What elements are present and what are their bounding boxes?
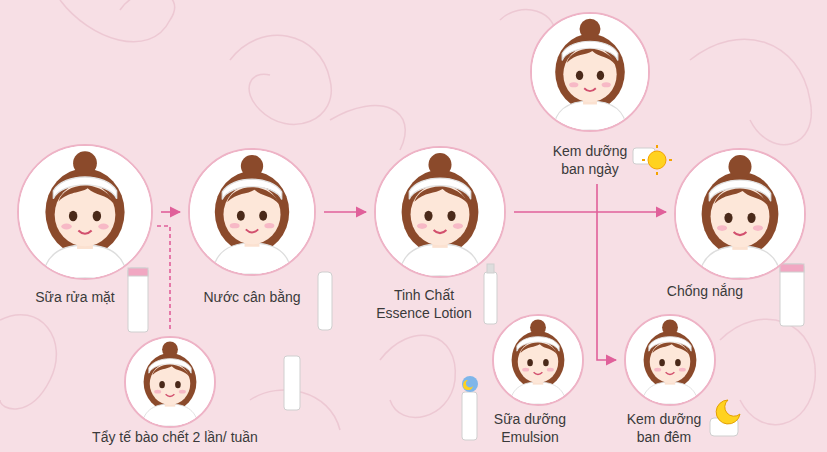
girl-illustration <box>126 338 214 426</box>
step-node: Tinh Chất Essence Lotion <box>368 146 506 322</box>
step-label: Kem dưỡng ban ngày <box>540 142 640 178</box>
girl-illustration <box>532 14 648 130</box>
girl-illustration <box>19 146 151 278</box>
step-label-box: Kem dưỡng ban đêm <box>619 410 709 446</box>
step-circle <box>124 336 216 428</box>
step-circle <box>188 148 316 276</box>
step-circle <box>492 314 584 406</box>
step-label: Kem dưỡng ban đêm <box>619 410 709 446</box>
step-circle <box>530 12 650 132</box>
step-label: Nước cân bằng <box>194 288 310 306</box>
step-label: Chống nắng <box>650 282 760 300</box>
step-label: Sữa rửa mặt <box>25 288 125 306</box>
step-label-box: Tẩy tế bào chết 2 lần/ tuần <box>60 428 290 446</box>
step-label-box: Nước cân bằng <box>194 288 310 306</box>
flow-arrow <box>514 211 666 213</box>
girl-illustration <box>626 316 714 404</box>
step-label-box: Sữa dưỡng Emulsion <box>485 410 575 446</box>
step-label-box: Tinh Chất Essence Lotion <box>368 286 480 322</box>
step-circle <box>624 314 716 406</box>
step-circle <box>374 146 506 278</box>
step-node: Chống nắng <box>650 148 806 300</box>
step-node: Sữa dưỡng Emulsion <box>485 314 584 446</box>
girl-illustration <box>676 150 804 278</box>
step-label: Tẩy tế bào chết 2 lần/ tuần <box>60 428 290 446</box>
girl-illustration <box>190 150 314 274</box>
girl-illustration <box>494 316 582 404</box>
step-label-box: Sữa rửa mặt <box>25 288 125 306</box>
step-label-box: Chống nắng <box>650 282 760 300</box>
step-node: Kem dưỡng ban ngày <box>530 12 650 178</box>
flow-arrow <box>597 184 616 360</box>
step-label: Sữa dưỡng Emulsion <box>485 410 575 446</box>
flow-arrow <box>324 211 366 213</box>
girl-illustration <box>376 148 504 276</box>
step-label-box: Kem dưỡng ban ngày <box>540 142 640 178</box>
step-label: Tinh Chất Essence Lotion <box>368 286 480 322</box>
step-node: Tẩy tế bào chết 2 lần/ tuần <box>60 336 290 446</box>
step-circle <box>17 144 153 280</box>
step-node: Sữa rửa mặt <box>17 144 153 306</box>
step-node: Kem dưỡng ban đêm <box>619 314 716 446</box>
flow-arrow <box>161 211 180 213</box>
step-node: Nước cân bằng <box>188 148 316 306</box>
step-circle <box>674 148 806 280</box>
flow-arrow <box>157 226 170 332</box>
